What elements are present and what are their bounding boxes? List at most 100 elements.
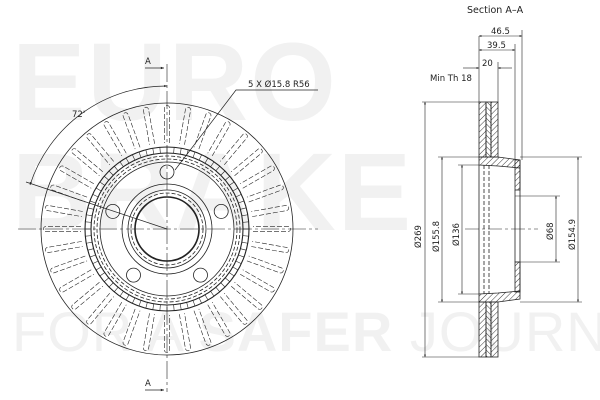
cooling-vane: [103, 302, 127, 337]
cooling-vane: [246, 255, 284, 274]
cooling-vane: [231, 148, 263, 176]
vent-tooth: [114, 165, 119, 171]
vent-tooth: [108, 170, 114, 176]
cooling-vane: [179, 106, 191, 145]
cooling-vane: [59, 269, 94, 293]
vent-tooth: [220, 170, 226, 176]
friction-face-left-bottom: [478, 301, 487, 358]
cooling-vane: [44, 241, 83, 253]
vent-tooth: [204, 157, 209, 164]
friction-face-left-top: [478, 101, 487, 158]
vent-tooth: [159, 147, 161, 154]
vent-tooth: [238, 200, 245, 204]
vent-tooth: [179, 148, 182, 155]
vent-tooth: [242, 221, 249, 223]
bolt-hole: [126, 267, 141, 283]
vent-tooth: [210, 161, 215, 167]
vent-tooth: [152, 303, 155, 310]
vent-top: [485, 101, 492, 158]
vent-tooth: [89, 200, 96, 204]
section-view: [422, 30, 582, 358]
slogan-part-3: JOURNEY: [409, 300, 600, 363]
vent-tooth: [242, 235, 249, 237]
vent-tooth: [192, 300, 196, 307]
vent-tooth: [240, 207, 247, 210]
vent-tooth: [198, 297, 202, 304]
vent-tooth: [225, 277, 231, 282]
vent-tooth: [229, 181, 235, 186]
cooling-vane: [231, 282, 263, 310]
vent-tooth: [225, 176, 231, 181]
vent-tooth: [173, 304, 175, 311]
vent-tooth: [215, 287, 220, 293]
cooling-vane: [103, 121, 127, 156]
vent-tooth: [87, 207, 94, 210]
vent-tooth: [86, 241, 93, 244]
cooling-vane: [143, 313, 155, 352]
dim-label-136: Ø136: [451, 223, 462, 246]
vent-tooth: [192, 151, 196, 158]
bolt-callout-leader: [174, 89, 318, 171]
cooling-vane: [207, 121, 231, 156]
cooling-vane: [251, 241, 290, 253]
bolt-hole: [213, 203, 229, 219]
cooling-vane: [220, 293, 248, 325]
vent-ring-dashed-1: [93, 155, 241, 303]
vent-tooth: [215, 165, 220, 171]
section-marker-bottom: A: [145, 379, 151, 389]
cooling-vane: [122, 112, 141, 150]
cooling-vane: [164, 315, 170, 353]
cooling-vane: [143, 106, 155, 145]
vent-tooth: [95, 187, 102, 192]
vent-tooth: [85, 221, 92, 223]
hub-outer: [121, 183, 213, 275]
vent-tooth: [132, 154, 136, 161]
vent-tooth: [108, 282, 114, 288]
dim-label-20: 20: [482, 59, 493, 69]
hub-ring-dashed: [130, 192, 204, 266]
dim-label-154-9: Ø154.9: [567, 219, 578, 250]
vent-tooth: [92, 194, 99, 198]
slogan-part-1: FOR A: [12, 300, 199, 363]
vent-tooth: [89, 254, 96, 258]
vent-tooth: [85, 235, 92, 237]
section-title: Section A–A: [467, 5, 524, 16]
vent-tooth: [125, 294, 130, 301]
hat-wall-top: [514, 159, 521, 191]
dim-label-269: Ø269: [413, 225, 424, 248]
dim-label-155-8: Ø155.8: [431, 221, 442, 252]
vent-tooth: [119, 161, 124, 167]
cooling-vane: [50, 255, 88, 274]
cooling-vane: [193, 308, 212, 346]
vent-tooth: [241, 214, 248, 217]
vent-tooth: [145, 149, 148, 156]
section-marker-top: A: [145, 57, 151, 67]
cooling-vane: [44, 205, 83, 217]
cooling-vane: [179, 313, 191, 352]
vent-tooth: [103, 277, 109, 282]
vent-tooth: [241, 241, 248, 244]
vent-tooth: [229, 272, 235, 277]
vent-tooth: [179, 303, 182, 310]
vent-tooth: [99, 181, 105, 186]
vent-tooth: [240, 248, 247, 251]
bolt-hole: [193, 267, 208, 283]
cooling-vane: [220, 133, 248, 165]
dim-label-68: Ø68: [545, 222, 556, 240]
watermark-slogan: FOR A SAFER JOURNEY: [12, 304, 600, 360]
cooling-vane: [71, 148, 103, 176]
slogan-part-2: SAFER: [198, 300, 394, 363]
vent-tooth: [95, 266, 102, 271]
bolt-hole: [105, 203, 121, 219]
friction-face-right-bottom: [490, 301, 499, 358]
cooling-vane: [253, 226, 291, 232]
cooling-vane: [86, 293, 114, 325]
hat-wall-bottom: [514, 261, 521, 293]
vent-tooth: [125, 157, 130, 164]
vent-tooth: [235, 260, 242, 264]
vent-ring-dashed-2: [96, 158, 238, 300]
cooling-vane: [43, 226, 81, 232]
vent-tooth: [92, 260, 99, 264]
vent-tooth: [186, 302, 189, 309]
